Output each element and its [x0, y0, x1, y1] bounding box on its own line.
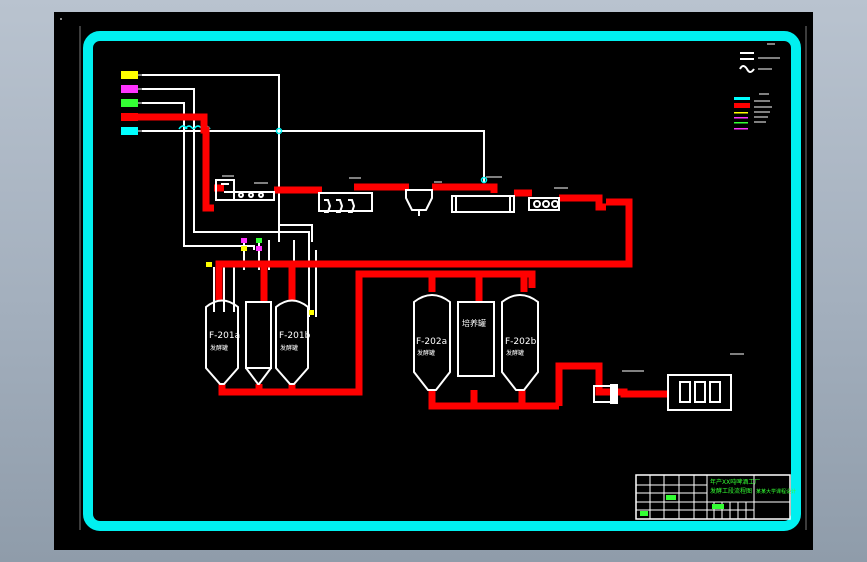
filler-machine — [667, 374, 732, 411]
pump-and-filler — [593, 374, 732, 411]
label-f202a: F-202a — [416, 337, 447, 347]
label-f201a-sub: 发酵罐 — [210, 344, 228, 352]
label-f201b: F-201b — [279, 331, 311, 341]
vessel-f202b — [501, 294, 539, 391]
process-line — [138, 113, 668, 410]
vessel-f201b — [275, 299, 309, 385]
annotation-marks — [222, 43, 780, 372]
inlet-tag-green — [121, 99, 138, 107]
label-f202a-sub: 发酵罐 — [417, 349, 435, 357]
label-f202b: F-202b — [505, 337, 537, 347]
drawing-frame — [83, 31, 801, 531]
cad-viewport[interactable]: F-201a 发酵罐 F-201b 发酵罐 F-202a 发酵罐 培养罐 F-2… — [54, 12, 813, 550]
vessel-culture — [457, 301, 495, 377]
label-culture-tank: 培养罐 — [462, 318, 486, 328]
inlet-tag-red — [121, 113, 138, 121]
label-f201b-sub: 发酵罐 — [280, 344, 298, 352]
equipment-chain — [215, 179, 560, 216]
inlet-tag-cyan — [121, 127, 138, 135]
process-flow-diagram: F-201a 发酵罐 F-201b 发酵罐 F-202a 发酵罐 培养罐 F-2… — [60, 18, 807, 531]
inlet-tag-yellow — [121, 71, 138, 79]
legend — [734, 52, 755, 130]
fermenter-group-2 — [413, 294, 539, 391]
vessel-mid-1 — [245, 301, 272, 369]
label-f201a: F-201a — [209, 331, 240, 341]
vessel-f202a — [413, 294, 451, 391]
vessel-f201a — [205, 299, 239, 385]
inlet-tags — [121, 71, 142, 135]
line-markers — [178, 125, 488, 184]
fermenter-group-1 — [205, 299, 309, 385]
title-project-line2: 发酵工段流程图 — [710, 487, 752, 495]
inlet-tag-magenta — [121, 85, 138, 93]
corner-mark — [60, 18, 62, 20]
utility-lines — [142, 74, 485, 317]
title-right-text: 某某大学课程设计 — [756, 488, 796, 495]
label-f202b-sub: 发酵罐 — [506, 349, 524, 357]
title-block: 年产XX吨啤酒工厂 发酵工段流程图 某某大学课程设计 — [635, 474, 796, 520]
title-project-line1: 年产XX吨啤酒工厂 — [710, 478, 760, 486]
